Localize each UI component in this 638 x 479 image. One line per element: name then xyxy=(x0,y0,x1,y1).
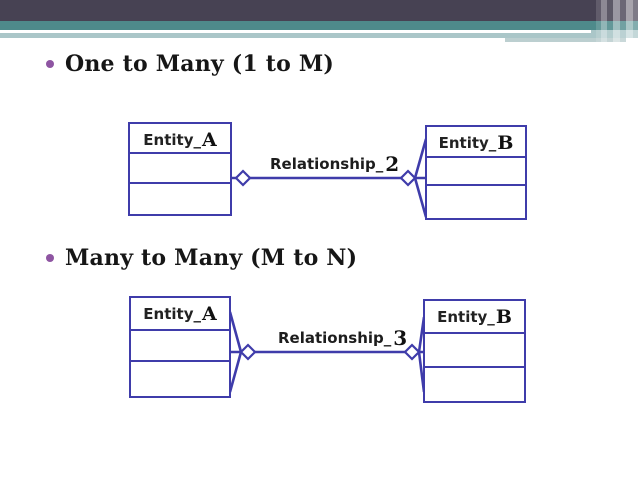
bullet-dot xyxy=(46,60,54,68)
bullet-item-one-to-many: One to Many (1 to M) xyxy=(46,51,334,77)
entity-title-letter: A xyxy=(201,303,217,325)
entity-title: Entity_ A xyxy=(131,298,229,331)
bullet-dot xyxy=(46,254,54,262)
bullet-label: One to Many (1 to M) xyxy=(65,51,334,77)
entity-attribute-row xyxy=(131,362,229,396)
entity-attribute-row xyxy=(425,334,524,368)
entity-box-b: Entity_ B xyxy=(425,125,527,220)
diamond-icon xyxy=(399,169,417,187)
corner-stripe xyxy=(613,0,620,42)
entity-attribute-row xyxy=(131,331,229,362)
entity-title-letter: B xyxy=(497,132,514,154)
corner-stripe xyxy=(607,0,613,42)
diamond-icon xyxy=(234,169,252,187)
entity-attribute-row xyxy=(427,158,525,186)
corner-stripe xyxy=(633,0,638,42)
crow-foot-icon xyxy=(413,138,427,218)
corner-stripe xyxy=(620,0,626,42)
diamond-icon xyxy=(403,343,421,361)
corner-stripe xyxy=(596,0,601,42)
entity-box-b: Entity_ B xyxy=(423,299,526,403)
header-white-line xyxy=(0,30,591,33)
corner-stripe xyxy=(626,0,633,42)
header-band-right xyxy=(505,38,626,42)
relationship-label-prefix: Relationship_ xyxy=(278,329,392,347)
entity-attribute-row xyxy=(130,154,230,184)
entity-title-prefix: Entity_ xyxy=(438,134,497,152)
bullet-item-many-to-many: Many to Many (M to N) xyxy=(46,245,357,271)
relationship-label: Relationship_ 2 xyxy=(270,150,400,176)
crow-foot-icon xyxy=(229,311,243,393)
crow-foot-icon xyxy=(417,316,425,393)
connector-one-to-many xyxy=(230,138,427,218)
relationship-label-number: 3 xyxy=(393,326,408,350)
corner-stripe xyxy=(601,0,607,42)
relationship-label: Relationship_ 3 xyxy=(278,324,408,350)
entity-title-letter: A xyxy=(201,129,217,151)
entity-title: Entity_ B xyxy=(425,301,524,334)
entity-title-prefix: Entity_ xyxy=(437,308,495,326)
connector-many-to-many xyxy=(229,311,425,393)
header-bar-dark xyxy=(0,0,638,21)
corner-stripes xyxy=(596,0,638,42)
entity-attribute-row xyxy=(427,186,525,218)
entity-title: Entity_ B xyxy=(427,127,525,158)
header-bar-teal xyxy=(0,21,638,30)
entity-title-letter: B xyxy=(495,306,512,328)
entity-attribute-row xyxy=(425,368,524,401)
bullet-label: Many to Many (M to N) xyxy=(65,245,358,271)
entity-attribute-row xyxy=(130,184,230,214)
header-band-light xyxy=(0,30,638,38)
entity-title-prefix: Entity_ xyxy=(143,305,201,323)
entity-title: Entity_ A xyxy=(130,124,230,154)
entity-box-a: Entity_ A xyxy=(129,296,231,398)
entity-box-a: Entity_ A xyxy=(128,122,232,216)
relationship-label-number: 2 xyxy=(385,152,400,176)
relationship-label-prefix: Relationship_ xyxy=(270,155,384,173)
entity-title-prefix: Entity_ xyxy=(143,131,201,149)
diamond-icon xyxy=(239,343,257,361)
